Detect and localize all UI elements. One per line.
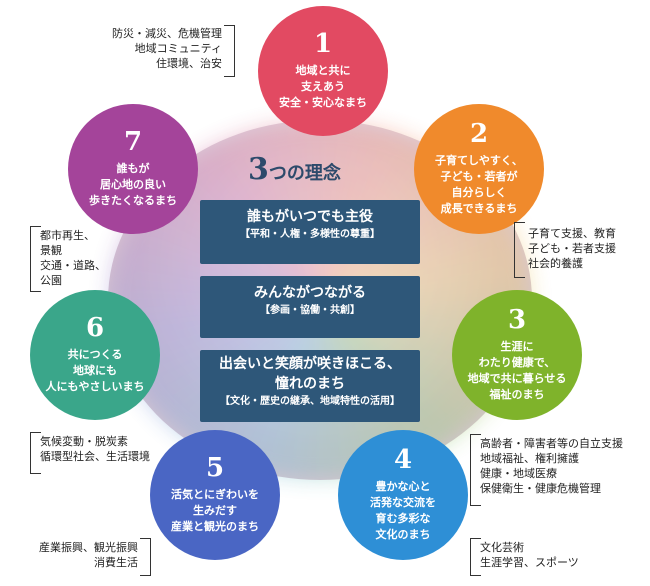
goal-5-line: 生みだす (193, 504, 237, 517)
goal-circle-2: 2 子育てしやすく、 子ども・若者が 自分らしく 成長できるまち (414, 104, 544, 234)
goal-7-line: 歩きたくなるまち (89, 194, 177, 207)
goal-7-line: 誰もが (116, 162, 150, 175)
goal-1-line: 支えあう (301, 80, 345, 93)
goal-circle-6: 6 共につくる 地球にも 人にもやさしいまち (30, 290, 160, 420)
goal-6-line: 地球にも (73, 364, 117, 377)
goal-5-fields: 産業振興、観光振興 消費生活 (39, 540, 138, 570)
principle-3-title-line-2: 憧れのまち (275, 376, 345, 392)
goal-5-bracket (140, 538, 151, 576)
goal-4-bracket (470, 538, 481, 576)
goal-2-bracket (514, 222, 525, 278)
principle-box-1: 誰もがいつでも主役 【平和・人権・多様性の尊重】 (200, 200, 420, 264)
title-text: つの理念 (268, 163, 341, 184)
goal-6-bracket (30, 432, 41, 474)
goal-1-field: 地域コミュニティ (134, 42, 222, 55)
goal-3-fields: 高齢者・障害者等の自立支援 地域福祉、権利擁護 健康・地域医療 保健衛生・健康危… (480, 436, 623, 496)
goal-1-line: 安全・安心なまち (279, 96, 367, 109)
goal-7-line: 居心地の良い (100, 178, 166, 191)
title-number: 3 (248, 152, 269, 187)
goal-7-field: 景観 (40, 244, 62, 257)
goal-7-bracket (30, 226, 41, 292)
goal-5-line: 産業と観光のまち (171, 520, 259, 533)
goal-2-line: 子育てしやすく、 (435, 154, 523, 167)
goal-3-bracket (470, 434, 481, 506)
goal-4-line: 豊かな心と (375, 480, 431, 493)
goal-3-line: わたり健康で、 (478, 356, 556, 369)
goal-5-number: 5 (205, 453, 225, 483)
goal-circle-7: 7 誰もが 居心地の良い 歩きたくなるまち (68, 104, 198, 234)
goal-1-fields: 防災・減災、危機管理 地域コミュニティ 住環境、治安 (112, 26, 222, 71)
goal-7-fields: 都市再生、 景観 交通・道路、 公園 (40, 228, 106, 288)
goal-5-line: 活気とにぎわいを (171, 488, 259, 501)
goal-6-fields: 気候変動・脱炭素 循環型社会、生活環境 (40, 434, 150, 464)
principle-box-3: 出会いと笑顔が咲きほこる、 憧れのまち 【文化・歴史の継承、地域特性の活用】 (200, 350, 420, 422)
goal-3-line: 福祉のまち (489, 388, 545, 401)
goal-6-line: 共につくる (67, 348, 123, 361)
goal-3-field: 高齢者・障害者等の自立支援 (480, 437, 623, 450)
goal-5-field: 消費生活 (94, 556, 138, 569)
goal-1-number: 1 (313, 29, 333, 59)
principle-1-sub: 【平和・人権・多様性の尊重】 (240, 229, 380, 240)
goal-1-field: 住環境、治安 (156, 57, 222, 70)
goal-7-number: 7 (123, 127, 143, 157)
goal-5-field: 産業振興、観光振興 (39, 541, 138, 554)
principle-1-title: 誰もがいつでも主役 (247, 209, 373, 225)
goal-circle-5: 5 活気とにぎわいを 生みだす 産業と観光のまち (150, 430, 280, 560)
goal-4-line: 文化のまち (375, 528, 431, 541)
goal-4-field: 生涯学習、スポーツ (480, 556, 579, 569)
goal-circle-3: 3 生涯に わたり健康で、 地域で共に暮らせる 福祉のまち (452, 290, 582, 420)
goal-2-field: 社会的養護 (528, 257, 583, 270)
goal-2-field: 子ども・若者支援 (528, 242, 616, 255)
goal-4-line: 育む多彩な (375, 512, 431, 525)
goal-3-line: 地域で共に暮らせる (467, 372, 567, 385)
goal-6-line: 人にもやさしいまち (45, 380, 145, 393)
goal-2-line: 子ども・若者が (440, 170, 518, 183)
goal-7-field: 交通・道路、 (40, 259, 106, 272)
diagram-title: 3つの理念 (248, 152, 341, 187)
goal-2-line: 成長できるまち (440, 202, 518, 215)
principle-2-sub: 【参画・協働・共創】 (260, 305, 360, 316)
goal-4-field: 文化芸術 (480, 541, 524, 554)
goal-1-line: 地域と共に (295, 64, 351, 77)
goal-6-number: 6 (85, 313, 105, 343)
goal-2-fields: 子育て支援、教育 子ども・若者支援 社会的養護 (528, 226, 616, 271)
goal-6-field: 気候変動・脱炭素 (40, 435, 128, 448)
goal-4-number: 4 (393, 445, 413, 475)
goal-4-line: 活発な交流を (370, 496, 436, 509)
goal-7-field: 公園 (40, 274, 62, 287)
goal-6-field: 循環型社会、生活環境 (40, 450, 150, 463)
goal-circle-1: 1 地域と共に 支えあう 安全・安心なまち (258, 6, 388, 136)
goal-1-bracket (224, 25, 235, 77)
goal-circle-4: 4 豊かな心と 活発な交流を 育む多彩な 文化のまち (338, 430, 468, 560)
goal-4-fields: 文化芸術 生涯学習、スポーツ (480, 540, 579, 570)
goal-7-field: 都市再生、 (40, 229, 95, 242)
principle-3-title-line-1: 出会いと笑顔が咲きほこる、 (219, 356, 401, 372)
principle-3-sub: 【文化・歴史の継承、地域特性の活用】 (220, 396, 400, 407)
goal-3-field: 地域福祉、権利擁護 (480, 452, 579, 465)
principle-2-title: みんながつながる (254, 285, 366, 301)
goal-2-number: 2 (469, 119, 489, 149)
principle-box-2: みんながつながる 【参画・協働・共創】 (200, 276, 420, 338)
goal-1-field: 防災・減災、危機管理 (112, 27, 222, 40)
goal-3-number: 3 (507, 305, 527, 335)
goal-3-field: 健康・地域医療 (480, 467, 557, 480)
goal-3-line: 生涯に (500, 340, 534, 353)
goal-2-line: 自分らしく (451, 186, 507, 199)
goal-3-field: 保健衛生・健康危機管理 (480, 482, 601, 495)
goal-2-field: 子育て支援、教育 (528, 227, 616, 240)
